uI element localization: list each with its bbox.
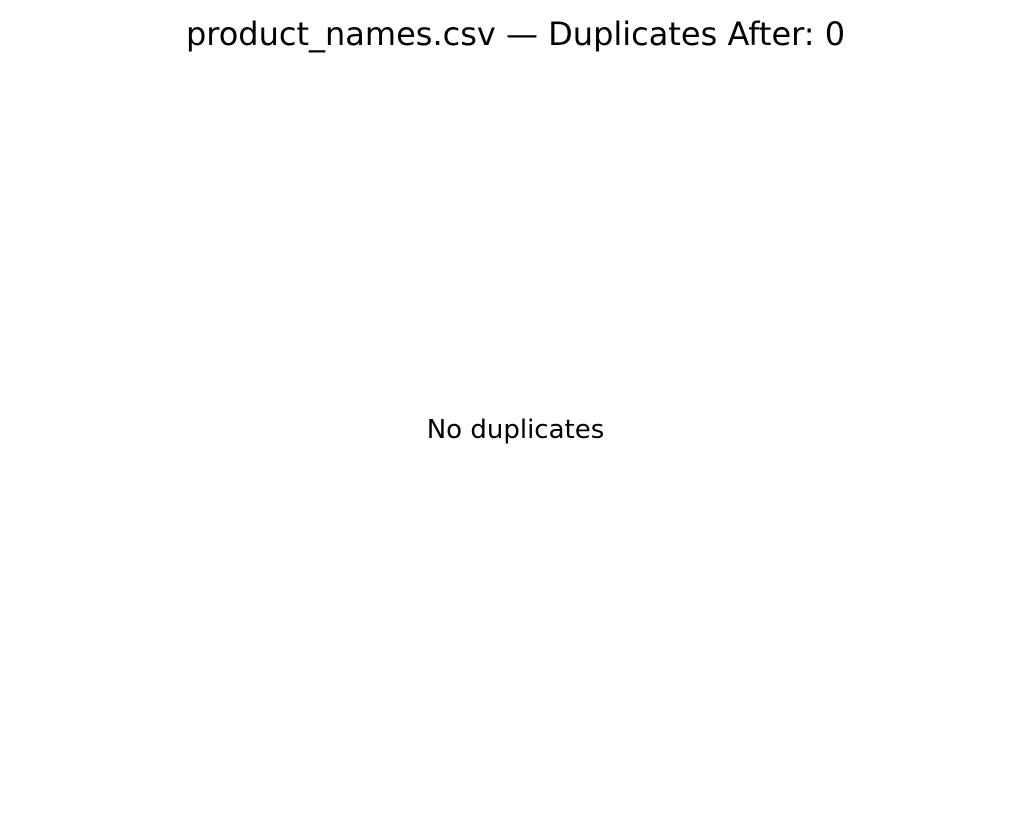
chart-title: product_names.csv — Duplicates After: 0: [185, 15, 846, 53]
no-duplicates-message: No duplicates: [426, 415, 605, 445]
